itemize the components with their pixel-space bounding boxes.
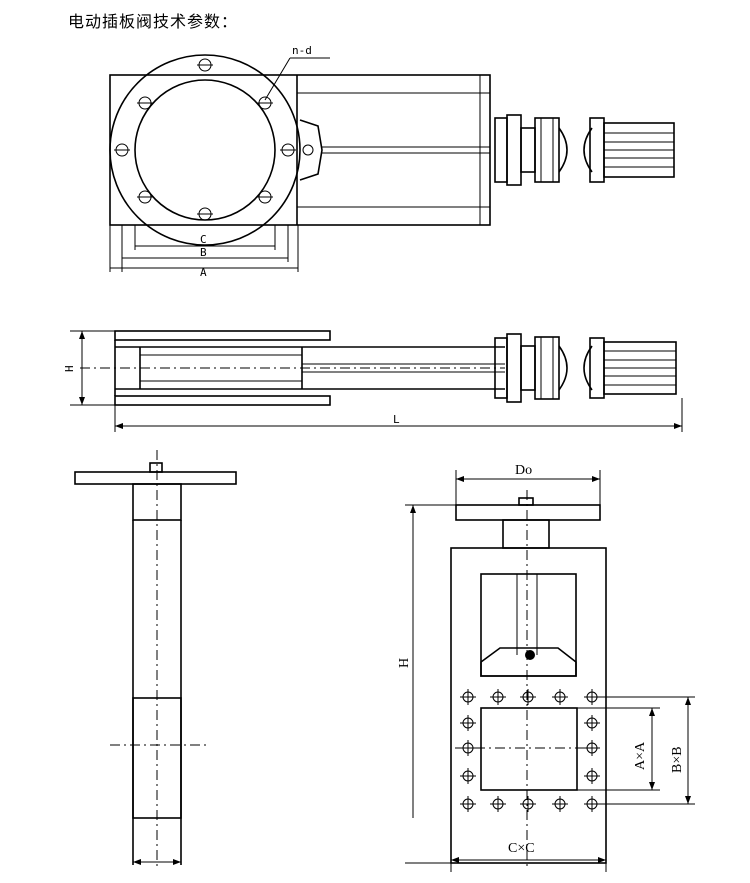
label-side-h: H [63, 365, 76, 372]
label-cxc: C×C [508, 841, 535, 856]
label-c: C [200, 233, 207, 246]
page-title: 电动插板阀技术参数： [68, 12, 239, 31]
bolt-crosses [460, 689, 600, 812]
front-view: Do [397, 463, 695, 872]
side-view: H L [63, 330, 683, 432]
flange-outer [109, 54, 301, 246]
label-b: B [200, 246, 207, 259]
label-front-h: H [397, 658, 412, 668]
label-bxb: B×B [670, 746, 685, 773]
label-axa: A×A [633, 741, 648, 770]
actuator-top [494, 114, 675, 186]
bolt-holes [114, 58, 296, 221]
label-n-d: n-d [292, 44, 312, 57]
top-view: n-d [109, 44, 675, 279]
gate-opening [480, 707, 578, 791]
label-side-l: L [393, 413, 400, 426]
end-view [74, 450, 237, 870]
valve-body [450, 547, 607, 864]
actuator-side [494, 333, 677, 403]
flange-inner [134, 79, 276, 221]
label-do: Do [515, 463, 532, 478]
label-a: A [200, 266, 207, 279]
